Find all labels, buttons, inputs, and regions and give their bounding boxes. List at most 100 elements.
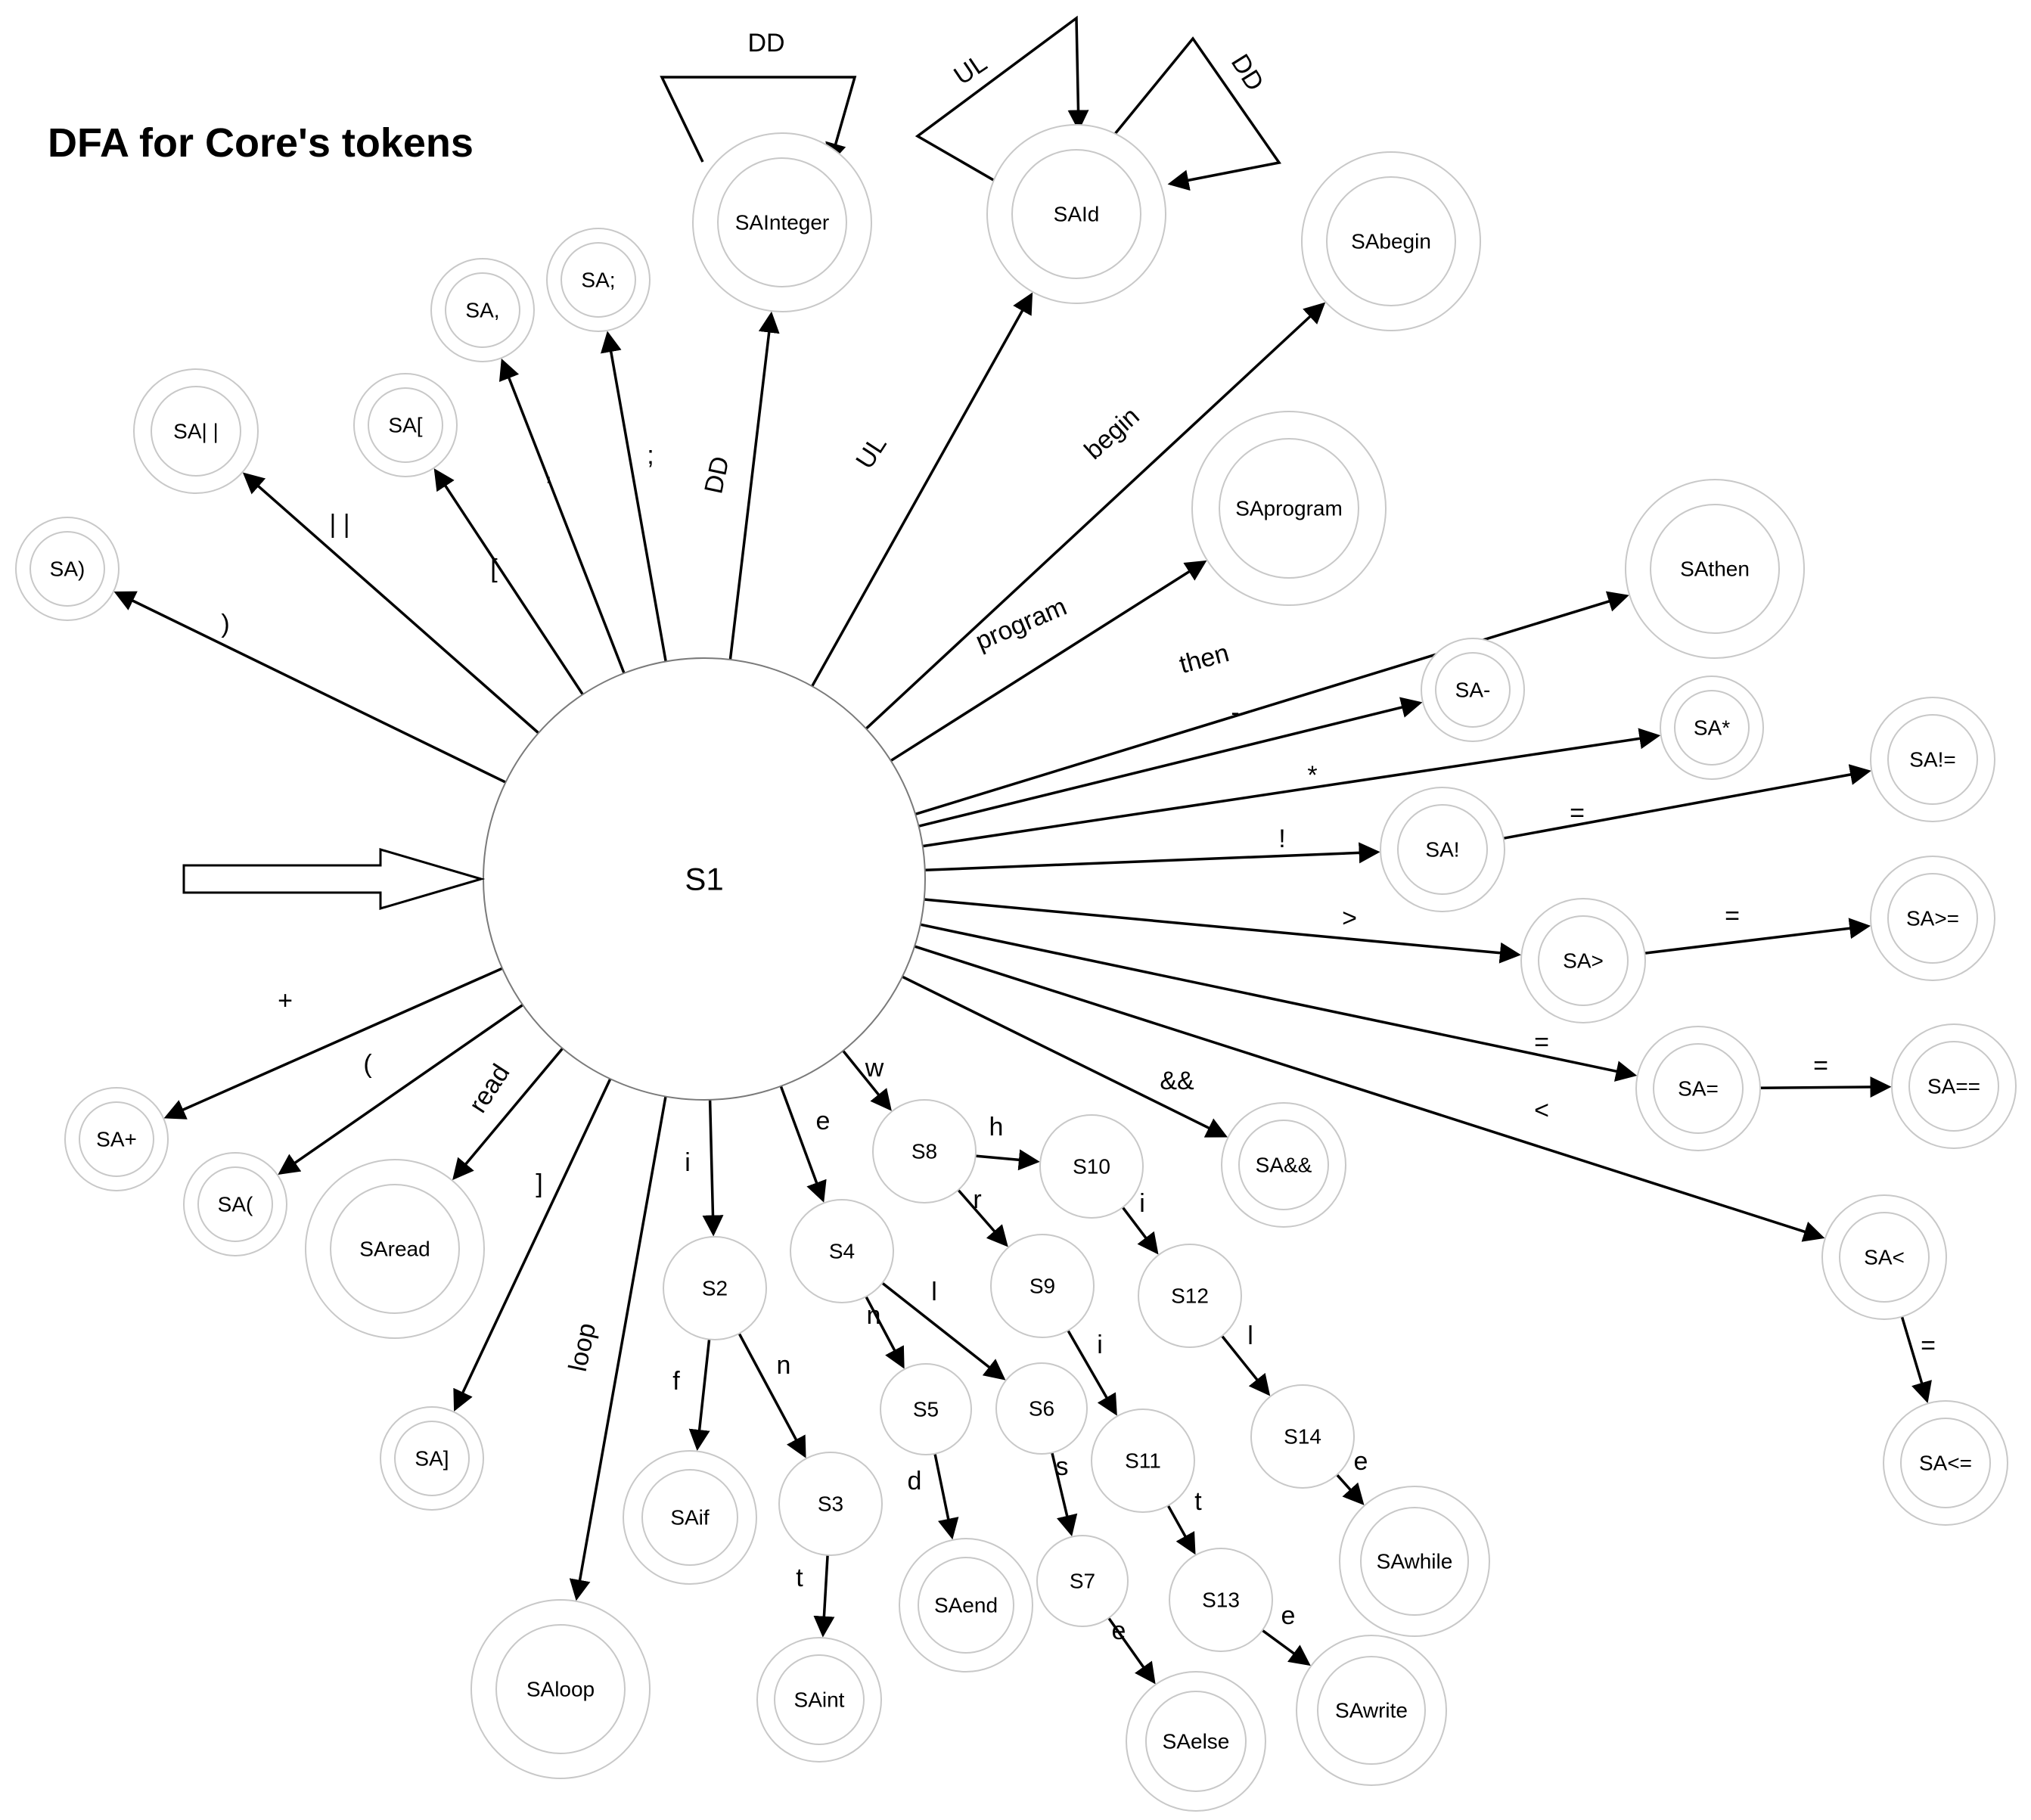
transition-s1-to-sa-lbracket [433,468,584,696]
state-s7: S7 [1036,1535,1129,1627]
state-s5: S5 [880,1363,972,1455]
state-sa-star: SA* [1660,676,1764,780]
state-sa-eqeq: SA== [1891,1023,2017,1149]
state-label: SAelse [1163,1730,1230,1753]
state-s10: S10 [1039,1114,1144,1219]
state-label: SAend [934,1594,998,1617]
transition-label: t [796,1564,803,1592]
state-sa-integer: SAInteger [692,132,872,312]
accepting-ring [1653,1043,1744,1134]
state-label: S11 [1125,1449,1161,1473]
transition-s1-to-sa-lparen [278,1003,524,1175]
accepting-ring [1145,1691,1247,1792]
state-sa-while: SAwhile [1339,1486,1490,1637]
accepting-ring [1887,873,1978,964]
transition-label: , [545,457,551,486]
state-sa-or: SA| | [133,368,259,494]
start-arrow [182,847,486,911]
state-label: S5 [913,1398,939,1421]
state-circle [663,1236,767,1340]
transition-label: f [672,1367,680,1396]
transition-s1-to-sa-star [922,728,1661,848]
accepting-ring [1908,1041,1999,1132]
transition-label: = [1534,1028,1549,1057]
state-s1: S1 [483,657,926,1101]
transition-label: begin [1079,402,1144,465]
transition-s1-to-sa-lt [914,945,1825,1242]
accepting-ring [1238,1120,1329,1210]
transitions-layer [113,15,1932,1685]
transition-s8-to-s9 [957,1188,1008,1247]
transition-s14-to-sa-while [1336,1474,1365,1505]
accepting-ring [1538,915,1629,1006]
transition-label: l [1247,1322,1253,1350]
transition-loop-sa-id [915,15,1089,185]
accepting-ring [197,1166,273,1242]
state-label: S12 [1171,1284,1209,1308]
state-circle [1250,1384,1355,1489]
transition-s1-to-sa-id [811,292,1033,688]
transition-label: = [1813,1051,1828,1080]
transition-s1-to-s8 [842,1050,892,1111]
transition-label: && [1160,1067,1194,1095]
transition-label: s [1056,1452,1069,1481]
state-label: SAread [359,1238,430,1261]
transition-s2-to-sa-if [688,1339,711,1451]
transition-s3-to-sa-int [813,1554,835,1638]
state-label: SA!= [1909,748,1955,772]
state-label: SAwrite [1335,1699,1408,1722]
transition-label: program [971,592,1070,656]
transition-s1-to-sa-semicolon [600,331,667,662]
accepting-ring [445,272,520,348]
state-sa-lt: SA< [1821,1194,1947,1320]
transition-s1-to-sa-bang [924,842,1380,872]
state-s3: S3 [778,1452,883,1556]
state-label: S4 [829,1240,855,1263]
accepting-ring [79,1101,154,1177]
transition-s1-to-sa-rbracket [453,1078,612,1412]
state-label: SA* [1694,716,1730,740]
state-s8: S8 [872,1099,977,1203]
state-circle [990,1234,1095,1338]
state-circle [778,1452,883,1556]
state-circle [995,1362,1088,1455]
accepting-ring [1674,690,1750,766]
state-label: SA== [1927,1075,1980,1098]
accepting-ring [394,1421,470,1496]
state-label: SA( [218,1193,253,1216]
state-label: S13 [1202,1589,1240,1612]
transition-s12-to-s14 [1221,1335,1271,1396]
state-circle [880,1363,972,1455]
transition-s1-to-sa-begin [865,302,1326,730]
transition-label: UL [850,430,893,474]
transition-label: w [865,1054,884,1082]
state-label: SA<= [1919,1452,1972,1475]
state-sa-gt: SA> [1520,898,1646,1023]
transition-s1-to-sa-eq [920,923,1638,1082]
state-label: SAint [794,1688,845,1712]
state-label: SA> [1563,949,1604,973]
transition-label: i [1097,1331,1103,1359]
transition-label: ; [647,441,654,470]
accepting-ring [1397,804,1488,895]
state-sa-gte: SA>= [1870,856,1995,981]
state-label: SA[ [388,414,422,437]
transition-label: e [1112,1617,1126,1645]
transition-label: - [1231,698,1239,727]
state-sa-neq: SA!= [1870,697,1995,822]
state-s13: S13 [1169,1548,1273,1652]
accepting-ring [30,531,105,607]
state-s6: S6 [995,1362,1088,1455]
transition-label: DD [699,454,734,496]
state-label: SAwhile [1377,1550,1453,1573]
transition-s8-to-s10 [975,1149,1040,1171]
transition-s1-to-sa-plus [163,967,503,1120]
accepting-ring [1650,504,1780,634]
transition-sa-gt-to-sa-gte [1644,918,1871,955]
state-label: S6 [1029,1397,1054,1421]
transition-s5-to-sa-end [933,1453,959,1540]
transition-label: n [777,1351,791,1380]
state-label: SAloop [526,1678,595,1701]
transition-label: i [685,1148,691,1177]
transition-label: * [1307,761,1317,790]
